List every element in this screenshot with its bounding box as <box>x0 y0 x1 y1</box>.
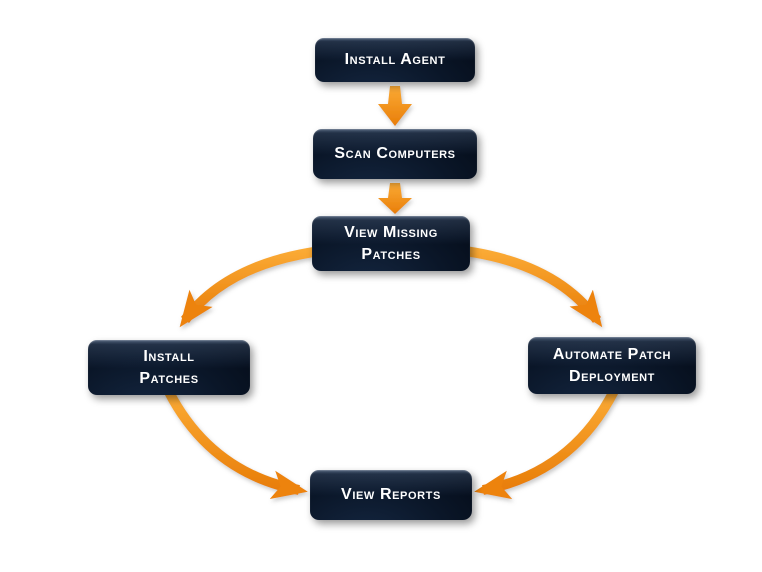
arrow-automate-patch-deployment-to-view-reports <box>474 388 619 500</box>
arrow-scan-computers-to-view-missing-patches <box>378 183 412 214</box>
node-install-patches: Install Patches <box>88 340 250 395</box>
arrow-install-agent-to-scan-computers <box>378 86 412 126</box>
node-scan-computers: Scan Computers <box>313 129 477 179</box>
node-install-agent-label: Install Agent <box>344 51 446 69</box>
arrow-view-missing-patches-to-automate-patch-deployment <box>447 244 603 328</box>
node-install-patches-label: Install Patches <box>139 347 199 387</box>
node-automate-patch-deployment-label: Automate Patch Deployment <box>552 345 672 385</box>
node-scan-computers-label: Scan Computers <box>334 145 456 163</box>
node-view-missing-patches: View Missing Patches <box>312 216 470 271</box>
node-view-missing-patches-label: View Missing Patches <box>344 223 438 263</box>
node-install-agent: Install Agent <box>315 38 475 82</box>
arrow-view-missing-patches-to-install-patches <box>179 244 339 328</box>
node-view-reports: View Reports <box>310 470 472 520</box>
node-automate-patch-deployment: Automate Patch Deployment <box>528 337 696 394</box>
arrow-install-patches-to-view-reports <box>164 389 308 500</box>
node-view-reports-label: View Reports <box>341 486 441 504</box>
